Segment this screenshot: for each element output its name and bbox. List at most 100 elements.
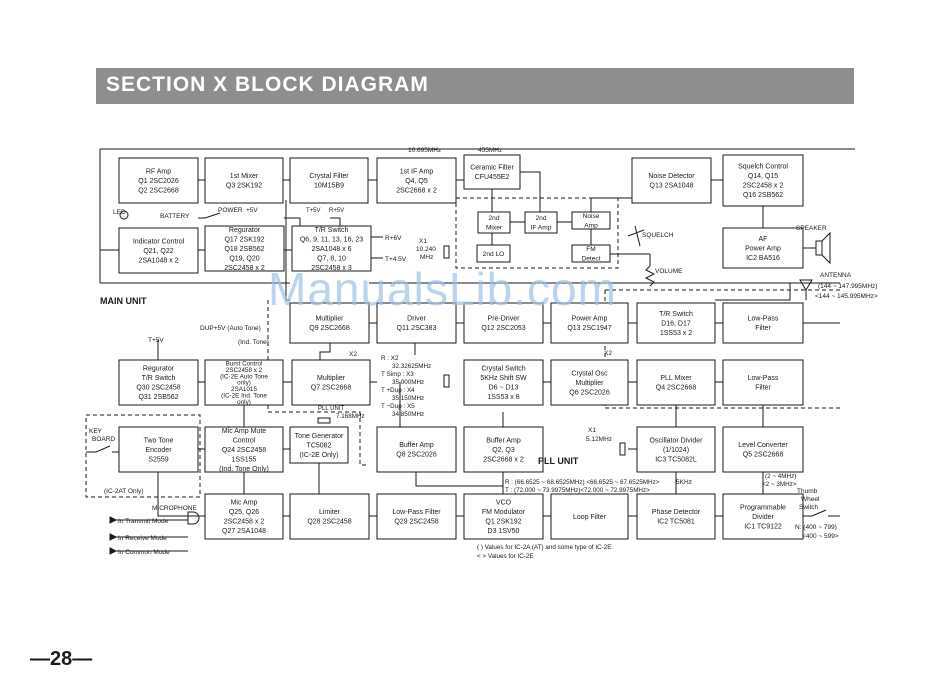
block-mic-mute-line: Q24 2SC2458 <box>222 447 266 454</box>
label-x1a-mhz: MHz <box>420 254 433 261</box>
label-power: POWER <box>218 207 243 214</box>
block-power-amp-line: Power Amp <box>572 316 608 323</box>
block-mic-amp-line: Q25, Q26 <box>229 509 259 516</box>
label-freq-455: 455MHz <box>478 147 502 154</box>
block-squelch-control-line: Q14, Q15 <box>748 173 778 180</box>
block-level-converter-line: Level Converter <box>738 442 788 449</box>
block-lpf-pll-line: Filter <box>755 385 771 392</box>
label-main-unit: MAIN UNIT <box>100 296 147 306</box>
block-squelch-control-line: Squelch Control <box>738 164 788 171</box>
label-battery: BATTERY <box>160 213 190 220</box>
block-phase-detector-line: Phase Detector <box>652 509 701 516</box>
label-x2a: X2 <box>349 351 357 358</box>
label-ant-range1: (144 ~ 147.995MHz) <box>818 283 877 290</box>
block-lo2-line: 2nd LO <box>483 251 505 258</box>
label-n-range2: <400 ~ 599> <box>802 533 839 540</box>
block-two-tone-line: S2559 <box>148 456 168 463</box>
block-tr-switch-out-line: 1SS53 x 2 <box>660 330 692 337</box>
block-if-amp1-line: Q4, Q5 <box>405 178 428 185</box>
label-microphone: MICROPHONE <box>152 505 197 512</box>
label-antenna: ANTENNA <box>820 272 852 279</box>
label-legend-common: In Common Mode <box>118 549 170 556</box>
block-noise-amp-line: Noise <box>583 213 600 220</box>
block-tone-gen-line: Tone Generator <box>295 433 344 440</box>
block-osc-divider-line: (1/1024) <box>663 447 689 454</box>
block-pll-mixer-line: PLL Mixer <box>660 375 692 382</box>
block-buffer-amp2-line: Q2, Q3 <box>492 447 515 454</box>
label-div-range2: <2 ~ 3MHz> <box>762 481 797 488</box>
label-vco-r: R : (66.6525 ~ 68.6525MHz) <66.6525 ~ 67… <box>505 479 660 486</box>
block-regulator-main-line: Regurator <box>229 227 261 234</box>
label-x2b: X2 <box>604 350 612 357</box>
label-r6v: R+6V <box>385 235 402 242</box>
label-xtal-dup: T +Dup : X4 <box>381 387 415 394</box>
watermark: ManualsLib.com <box>268 263 617 315</box>
block-burst-control-line: (IC-2E Auto Tone <box>220 373 268 380</box>
block-ceramic-filter-line: CFU455E2 <box>475 174 510 181</box>
block-tone-gen-line: TC5082 <box>307 442 332 449</box>
block-limiter-line: Q28 2SC2458 <box>307 519 351 526</box>
block-tr-switch-out-line: T/R Switch <box>659 311 693 318</box>
label-x1a: X1 <box>419 238 427 245</box>
label-xtal-r: R : X2 <box>381 355 399 362</box>
page-number: —28— <box>30 648 93 670</box>
block-crystal-switch-line: D6 ~ D13 <box>489 385 519 392</box>
block-crystal-filter-line: Crystal Filter <box>309 173 349 180</box>
label-ant-range2: <144 ~ 145.995MHz> <box>815 293 878 300</box>
block-burst-control-line: 2SA1015 <box>231 386 257 393</box>
label-ic2at: (IC-2AT Only) <box>104 488 144 495</box>
block-phase-detector-line: IC2 TC5081 <box>657 519 695 526</box>
block-mic-amp-line: Mic Amp <box>231 500 258 507</box>
block-osc-divider-line: Oscillator Divider <box>650 437 704 444</box>
label-div-range1: (2 ~ 4MHz) <box>765 473 796 480</box>
label-r5v: R+5V <box>329 208 344 214</box>
block-indicator-control-line: Q21, Q22 <box>143 248 173 255</box>
block-limiter-line: Limiter <box>319 509 341 516</box>
label-fivekhz: 5KHz <box>676 479 692 486</box>
label-x1a-freq: 10.240 <box>416 246 436 253</box>
block-burst-control-line: Burst Control <box>226 361 263 368</box>
block-mixer2-line: Mixer <box>486 225 503 232</box>
wires <box>99 148 855 552</box>
block-regulator-pll-line: Q31 2SB562 <box>138 394 178 401</box>
label-xtal-dup-f: 35.150MHz <box>392 395 424 402</box>
label-xtal-simp: T Simp : X3 <box>381 371 414 378</box>
block-osc-divider-line: IC3 TC5082L <box>655 456 697 463</box>
label-thumb1: Thumb <box>797 488 818 495</box>
block-tr-switch-main-line: Q7, 8, 10 <box>317 255 346 262</box>
block-regulator-main-line: Q18 2SB562 <box>224 246 264 253</box>
block-regulator-main-line: Q19, Q20 <box>229 255 259 262</box>
block-crystal-switch-line: 5KHz Shift SW <box>480 375 527 382</box>
block-loop-filter: Loop Filter <box>550 493 629 540</box>
block-if-amp1-line: 2SC2668 x 2 <box>396 187 437 194</box>
label-x1b-freq: 5.12MHz <box>586 436 612 443</box>
block-driver-line: Q11 2SC383 <box>397 325 437 332</box>
label-x1b: X1 <box>588 427 596 434</box>
block-loop-filter-line: Loop Filter <box>573 514 607 521</box>
block-regulator-pll-line: Regurator <box>143 366 175 373</box>
block-mic-mute-line: 1SS155 <box>232 456 257 463</box>
block-multiplier2-line: Q7 2SC2668 <box>311 385 352 392</box>
block-burst-control-line: (IC-2E Ind. Tone <box>221 393 267 400</box>
block-crystal-osc-line: Multiplier <box>575 380 604 387</box>
block-tr-switch-main-line: T/R Switch <box>315 227 349 234</box>
block-vco-line: FM Modulator <box>482 509 526 516</box>
block-pre-driver-line: Pre-Driver <box>488 316 521 323</box>
label-plus5v-a: +5V <box>246 207 258 214</box>
